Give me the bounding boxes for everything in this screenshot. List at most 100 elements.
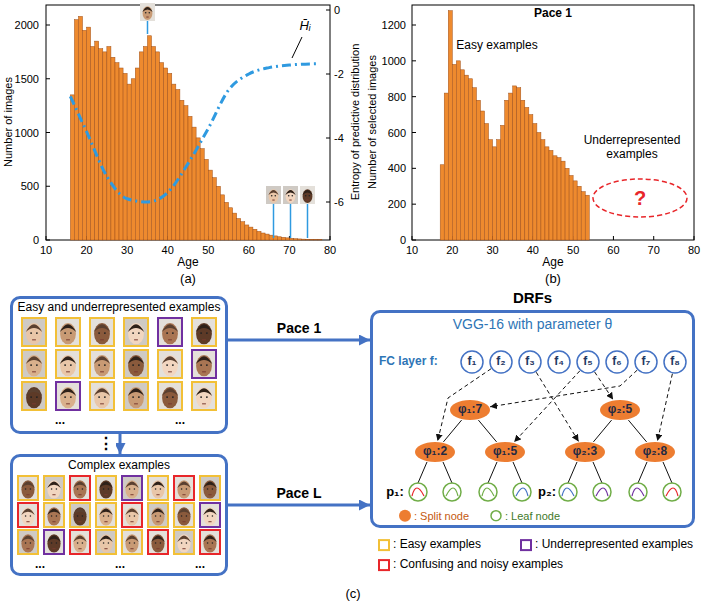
tick-label: 20 <box>80 244 92 257</box>
edge-label: Pace L <box>274 485 323 501</box>
face-thumbnail <box>90 382 114 410</box>
fc-unit: f₁ <box>460 350 484 374</box>
face-thumbnail <box>158 350 182 378</box>
tick-label: 400 <box>388 162 406 175</box>
legend-item: : Underrepresented examples <box>520 538 693 552</box>
pace-arrow <box>228 339 370 342</box>
node-text: φ₂:8 <box>643 445 668 459</box>
legend-item: : Confusing and noisy examples <box>378 558 563 572</box>
node-text: f₄ <box>554 355 564 369</box>
node-shape <box>635 351 657 373</box>
face-thumbnail <box>148 530 168 554</box>
ellipsis: ... <box>175 414 185 428</box>
fc-unit: f₅ <box>576 350 600 374</box>
face-thumbnail <box>90 350 114 378</box>
face-thumbnail <box>174 530 194 554</box>
legend-text: : Confusing and noisy examples <box>393 558 563 572</box>
tick-marks <box>46 10 694 240</box>
model-box: DRFsVGG-16 with parameter θFC layer f:f₁… <box>370 310 695 528</box>
legend-swatch <box>399 510 411 522</box>
node-text: f₅ <box>583 355 593 369</box>
annotation: Underrepresented examples <box>577 134 687 162</box>
legend-swatch <box>490 510 502 522</box>
tick-label: 80 <box>324 244 336 257</box>
node-text: f₆ <box>612 355 621 369</box>
node-shape <box>635 442 675 462</box>
face-thumbnail <box>22 382 46 410</box>
box-title: DRFs <box>373 289 692 306</box>
tick-label: 10 <box>406 244 418 257</box>
tick-label: 40 <box>527 244 539 257</box>
face-thumbnail <box>56 350 80 378</box>
box-title: Easy and underrepresented examples <box>13 301 225 315</box>
node-text: φ₁:7 <box>458 403 482 417</box>
face-thumbnail <box>200 530 220 554</box>
legend-text: : Underrepresented examples <box>535 538 693 552</box>
fc-unit: f₄ <box>547 350 571 374</box>
node-text: f₂ <box>496 355 505 369</box>
face-thumbnail <box>148 503 168 527</box>
face-thumbnail <box>44 530 64 554</box>
tick-label: 80 <box>688 244 700 257</box>
node-shape <box>577 351 599 373</box>
tick-label: 0 <box>400 234 406 247</box>
tick-label: 1000 <box>382 55 406 68</box>
tree-branch <box>478 420 496 442</box>
node-shape <box>415 442 455 462</box>
node-shape <box>565 442 605 462</box>
distribution-label: p₂: <box>538 485 556 500</box>
tick-label: 40 <box>162 244 174 257</box>
ellipsis: ... <box>195 558 205 572</box>
layer-label: FC layer f: <box>379 355 438 369</box>
sample-box: Easy and underrepresented examples <box>10 296 228 434</box>
face-thumbnail <box>90 318 114 346</box>
face-thumbnail <box>158 318 182 346</box>
legend-swatch <box>378 559 390 571</box>
face-thumbnail <box>56 318 80 346</box>
edge-label: Pace 1 <box>275 320 323 336</box>
tick-label: 60 <box>607 244 619 257</box>
tick-label: 500 <box>21 180 39 193</box>
face-thumbnail <box>124 318 148 346</box>
node-text: f₇ <box>642 355 651 369</box>
axis-title: Age <box>542 256 563 270</box>
face-thumbnail <box>266 186 281 204</box>
node-text: f₃ <box>525 355 535 369</box>
tree-branch <box>628 420 646 442</box>
tick-label: 60 <box>243 244 255 257</box>
histogram-bars <box>70 16 322 240</box>
panel-label: (c) <box>345 587 360 602</box>
feature-routing-arrow <box>595 372 613 400</box>
tick-label: -6 <box>334 196 344 209</box>
axis-title: Entropy of predictive distribution <box>349 44 362 201</box>
split-node: φ₁:7 <box>449 399 491 421</box>
tick-label: 1200 <box>382 19 406 32</box>
panel-label: (a) <box>180 272 196 287</box>
tick-label: 800 <box>388 90 406 103</box>
feature-routing-arrow <box>514 371 580 442</box>
fc-unit: f₆ <box>605 350 629 374</box>
axis-title: Age <box>177 256 198 270</box>
fc-unit: f₈ <box>663 350 687 374</box>
plot-frame <box>412 5 694 240</box>
face-thumbnail <box>22 350 46 378</box>
node-shape <box>664 351 686 373</box>
face-thumbnail <box>122 530 142 554</box>
node-text: f₈ <box>670 355 680 369</box>
node-text: φ₂:3 <box>573 445 598 459</box>
face-thumbnail <box>44 476 64 500</box>
face-thumbnail <box>124 350 148 378</box>
split-node: φ₁:5 <box>484 441 526 463</box>
panel-label: (b) <box>545 272 561 287</box>
split-node: φ₂:5 <box>599 399 641 421</box>
ellipsis: ... <box>55 414 65 428</box>
face-thumbnail <box>44 503 64 527</box>
feature-routing-arrow <box>438 369 491 441</box>
tick-label: 70 <box>648 244 660 257</box>
face-thumbnail <box>70 530 90 554</box>
node-shape <box>606 351 628 373</box>
node-text: φ₁:2 <box>423 445 447 459</box>
face-thumbnail <box>158 382 182 410</box>
tick-label: 200 <box>388 198 406 211</box>
tick-label: 0 <box>33 234 39 247</box>
